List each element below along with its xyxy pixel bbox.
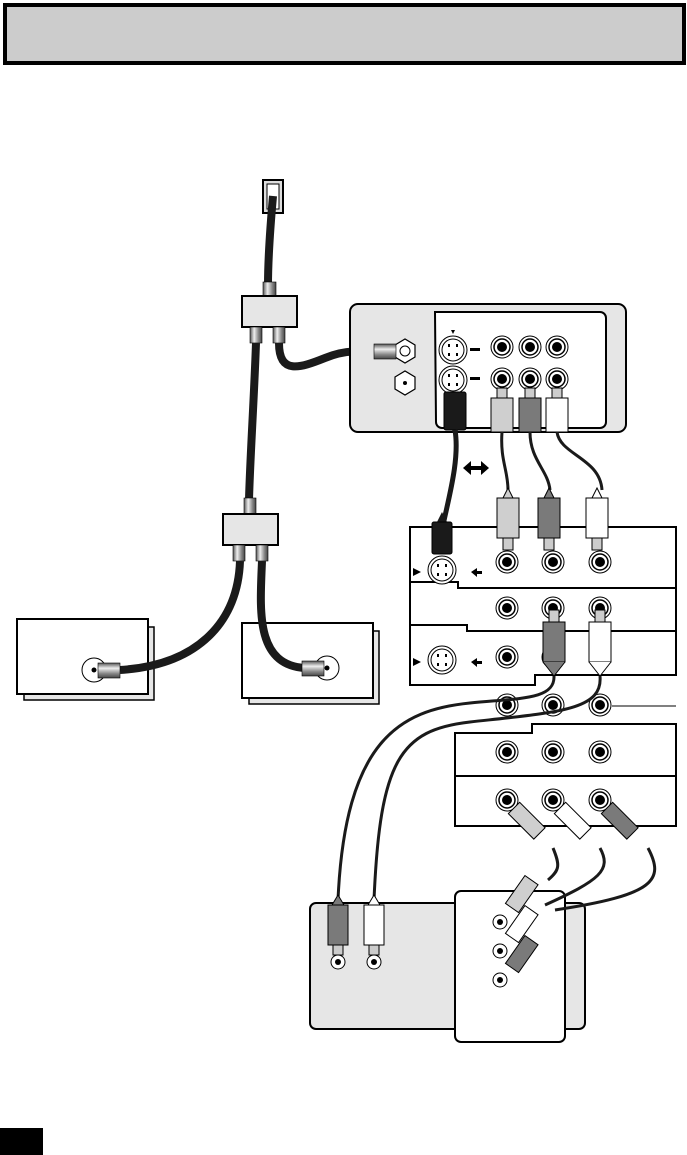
video-cable — [502, 432, 508, 490]
rca-plugs-top — [491, 388, 568, 432]
rf-input-jack — [395, 339, 415, 363]
audio-right-cable — [557, 432, 602, 490]
component-device — [455, 876, 565, 1042]
page-number-tab — [0, 1128, 43, 1155]
av-receiver-panel — [410, 527, 676, 826]
rf-output-jack — [395, 371, 415, 395]
s-video-cable — [442, 430, 456, 530]
s-video-plug-receiver — [432, 512, 452, 554]
coax-cable-wall — [268, 196, 273, 285]
s-video-jack-1 — [439, 336, 467, 364]
audio-left-cable — [530, 432, 550, 490]
device-left — [17, 619, 154, 700]
tv-rear-panel — [350, 304, 626, 432]
splitter-top — [242, 296, 297, 343]
component-cable-1 — [548, 848, 558, 880]
s-video-jack-2 — [439, 366, 467, 394]
bidirectional-arrow-icon — [463, 461, 489, 475]
coax-cable-to-splitter — [249, 343, 256, 500]
splitter-mid — [223, 498, 278, 561]
